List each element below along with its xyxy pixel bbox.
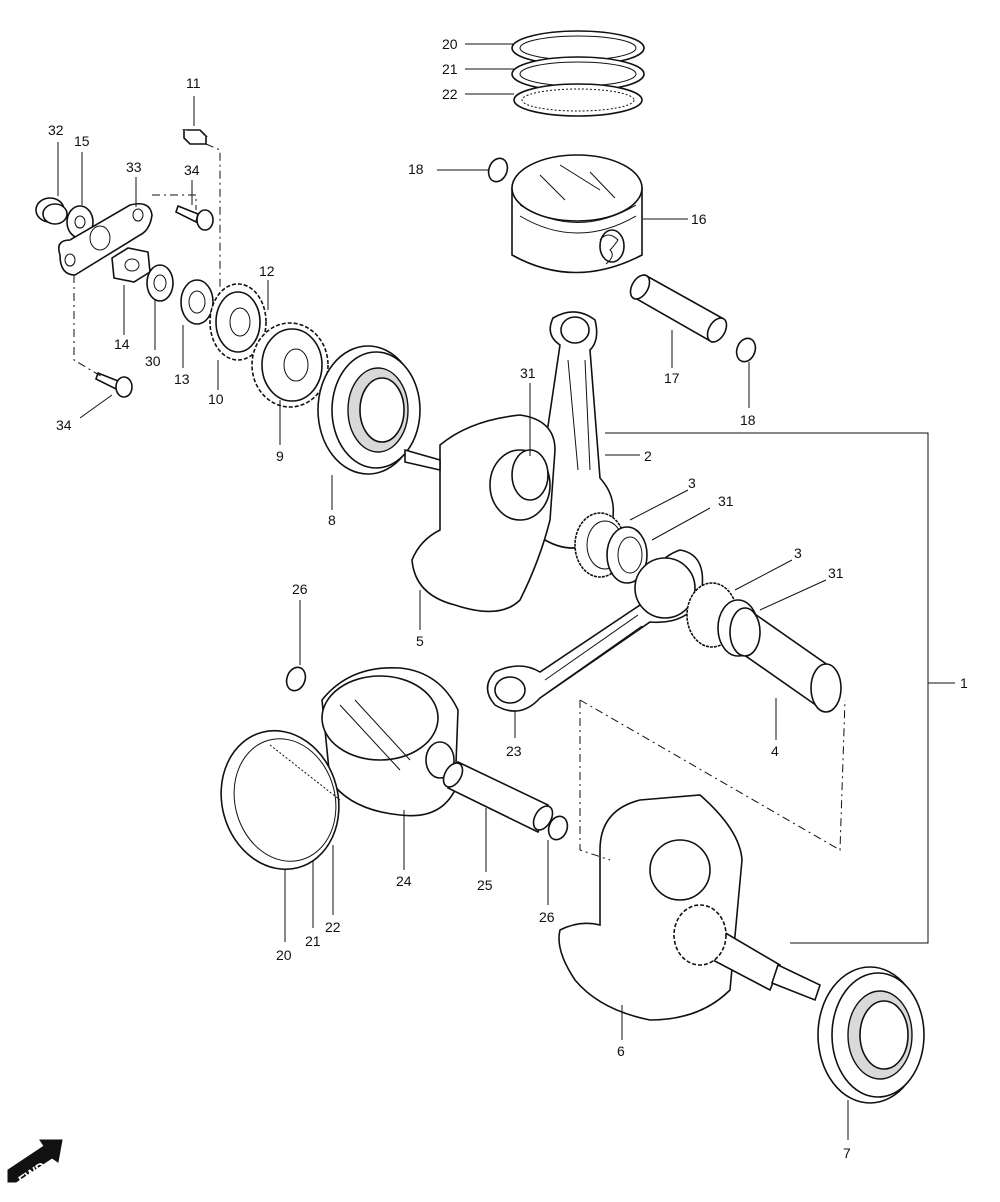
callout-31-lower: 31 [828, 565, 844, 581]
callout-26-bottom: 26 [539, 909, 555, 925]
piston-bottom [321, 666, 459, 817]
thrust-washer-31-upper [606, 526, 648, 584]
bearing-8 [317, 345, 421, 475]
leader-lines [57, 43, 849, 1140]
callout-31-upper: 31 [718, 493, 734, 509]
callout-9: 9 [276, 448, 284, 464]
callout-1: 1 [960, 675, 968, 691]
callout-18-right: 18 [740, 412, 756, 428]
piston-pin-clip-bottom-left [285, 666, 307, 692]
callout-30: 30 [145, 353, 161, 369]
callout-21-top: 21 [442, 61, 458, 77]
callout-25: 25 [477, 877, 493, 893]
connecting-rod-bottom [486, 549, 704, 712]
callout-20-bottom: 20 [276, 947, 292, 963]
callout-16: 16 [691, 211, 707, 227]
callout-31-rod: 31 [520, 365, 536, 381]
piston-pin-bottom [442, 760, 554, 834]
assembly-line-screw-top [152, 194, 197, 210]
callout-18-top: 18 [408, 161, 424, 177]
nut-14 [111, 247, 151, 283]
crank-web-right [558, 794, 821, 1021]
callout-26-left: 26 [292, 581, 308, 597]
callout-12: 12 [259, 263, 275, 279]
washer-15-hole [74, 215, 86, 229]
piston-pin-top [629, 273, 728, 344]
screw-34-bottom [95, 371, 133, 398]
thrust-washer-31-rod [511, 449, 549, 501]
callout-32: 32 [48, 122, 64, 138]
crank-web-left [404, 414, 556, 613]
callout-22-bottom: 22 [325, 919, 341, 935]
assembly-line-crankpin [579, 699, 846, 861]
gear-9 [251, 322, 329, 408]
callout-3-upper: 3 [688, 475, 696, 491]
piston-pin-clip-top-right [735, 337, 757, 363]
piston-pin-clip-bottom-right [547, 815, 569, 841]
lock-washer-30 [146, 264, 174, 302]
piston-ring-set-top [511, 30, 645, 117]
callout-8: 8 [328, 512, 336, 528]
callout-34-bottom: 34 [56, 417, 72, 433]
plate-33 [57, 202, 153, 276]
callout-4: 4 [771, 743, 779, 759]
assembly-line-key [205, 143, 221, 290]
callout-14: 14 [114, 336, 130, 352]
callout-15: 15 [74, 133, 90, 149]
gear-10 [209, 283, 267, 361]
bolt-32 [35, 197, 68, 225]
assembly-line-plate [73, 275, 105, 379]
callout-10: 10 [208, 391, 224, 407]
callout-6: 6 [617, 1043, 625, 1059]
callout-5: 5 [416, 633, 424, 649]
bearing-7 [817, 966, 925, 1104]
callout-3-lower: 3 [794, 545, 802, 561]
callout-34-top: 34 [184, 162, 200, 178]
piston-top [511, 154, 643, 274]
callout-7: 7 [843, 1145, 851, 1161]
callout-11: 11 [186, 75, 201, 91]
callout-2: 2 [644, 448, 652, 464]
callout-22-top: 22 [442, 86, 458, 102]
key-11 [182, 129, 208, 145]
assembly-bracket-1 [605, 432, 929, 944]
callout-33: 33 [126, 159, 142, 175]
forward-arrow-icon: FWD [7, 1139, 63, 1188]
callout-21-bottom: 21 [305, 933, 321, 949]
callout-17: 17 [664, 370, 680, 386]
piston-ring-set-bottom [220, 729, 341, 871]
screw-34-top [175, 204, 214, 231]
callout-23: 23 [506, 743, 522, 759]
crank-pin-4 [729, 607, 842, 713]
washer-13 [180, 279, 214, 325]
piston-pin-clip-top-left [487, 157, 509, 183]
callout-20-top: 20 [442, 36, 458, 52]
callout-24: 24 [396, 873, 412, 889]
callout-13: 13 [174, 371, 190, 387]
